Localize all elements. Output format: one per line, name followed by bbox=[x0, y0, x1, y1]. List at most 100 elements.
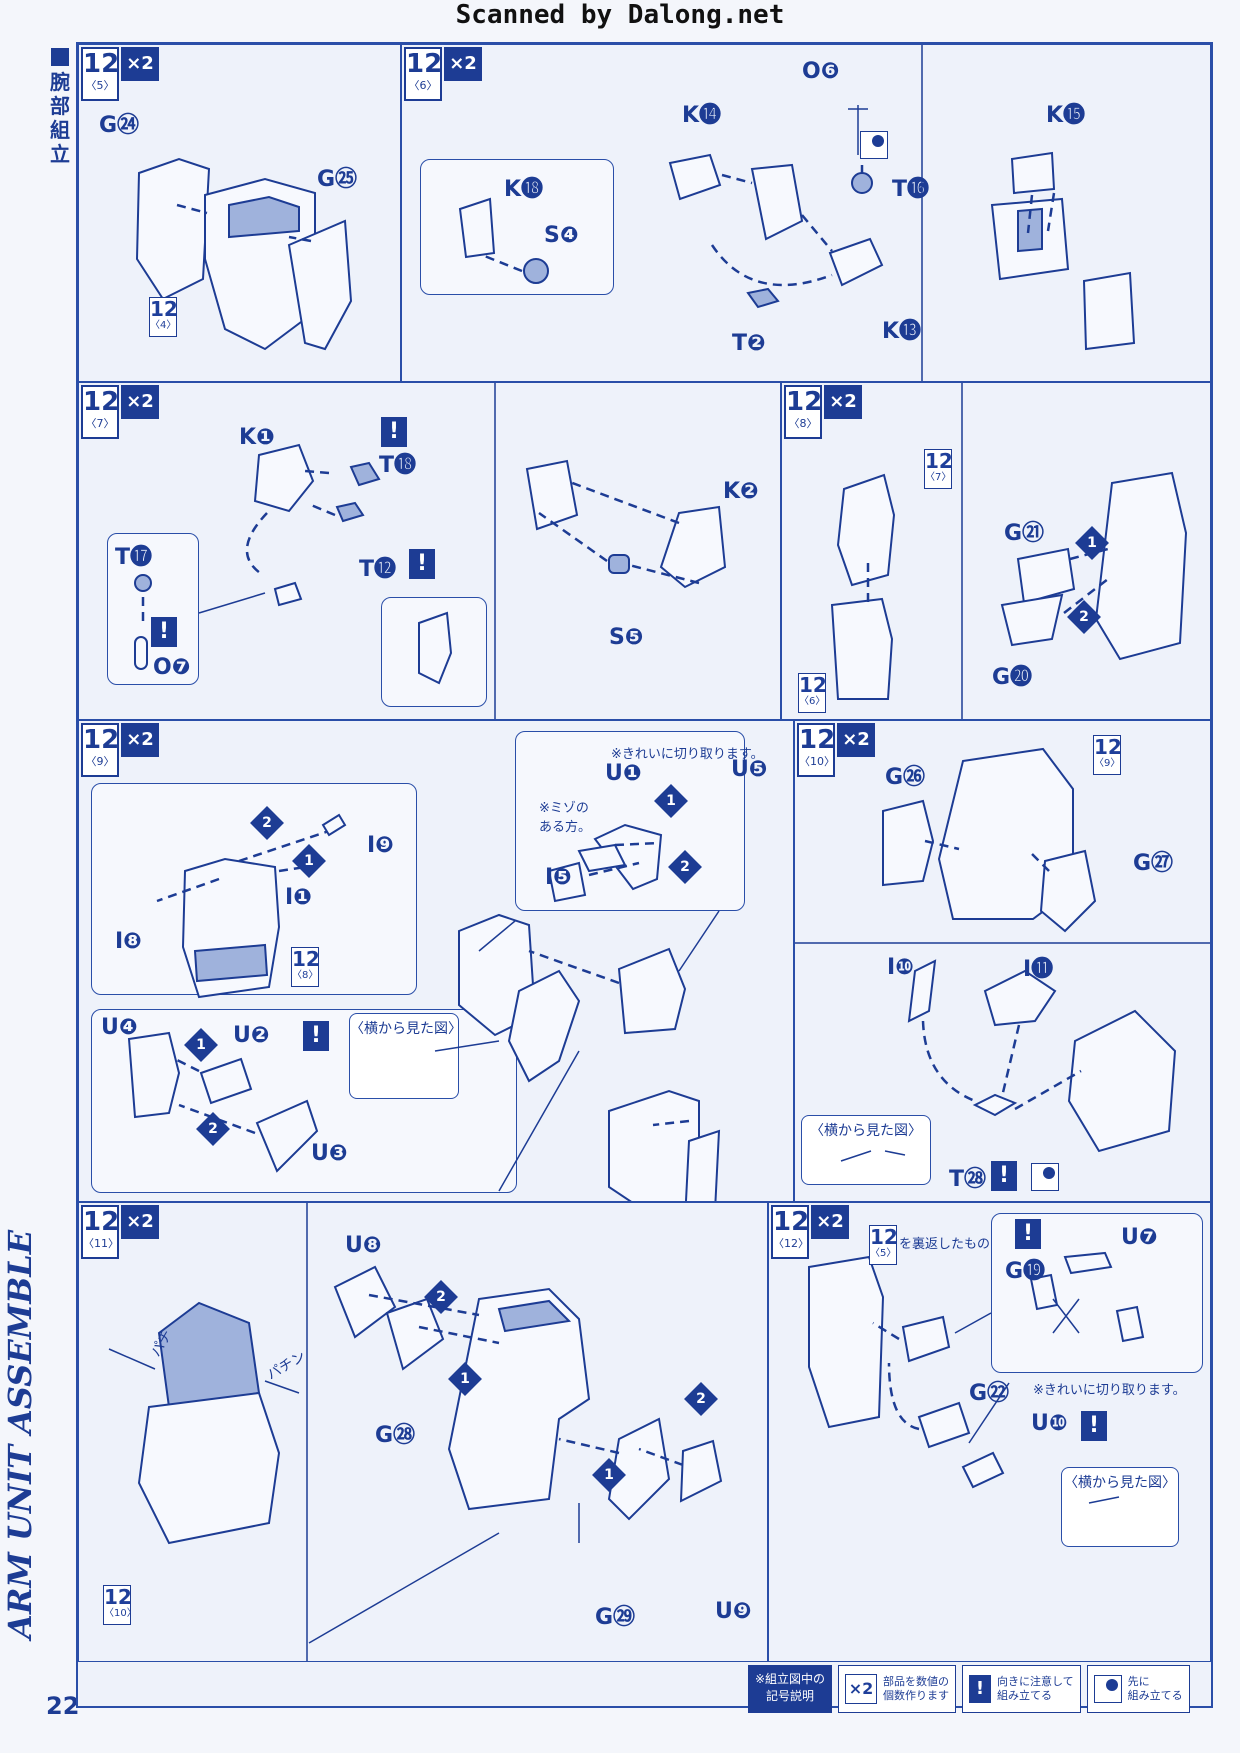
part-label: K❶ bbox=[239, 425, 275, 450]
scan-credit: Scanned by Dalong.net bbox=[455, 0, 785, 30]
step-reference: 12〈10〉 bbox=[103, 1585, 137, 1625]
part-label: K❷ bbox=[723, 479, 759, 504]
step-12-11-drawing bbox=[108, 1203, 723, 1661]
step-reference: 12〈5〉 bbox=[869, 1225, 898, 1265]
multiplier-badge: ×2 bbox=[121, 1205, 159, 1239]
side-view-box: 〈横から見た図〉 bbox=[349, 1013, 462, 1099]
part-label: I❿ bbox=[887, 955, 914, 980]
step-number: 12〈8〉 bbox=[784, 385, 822, 439]
step-12-6-drawing bbox=[458, 45, 1136, 381]
part-label: G⓴ bbox=[992, 665, 1033, 690]
part-label: G㉗ bbox=[1133, 851, 1174, 876]
multiplier-badge: ×2 bbox=[121, 723, 159, 757]
orientation-warning-icon: ! bbox=[151, 617, 177, 647]
legend-item-multiply: ×2 部品を数値の 個数作ります bbox=[838, 1665, 956, 1713]
pre-assemble-icon bbox=[860, 131, 888, 159]
pre-assemble-icon bbox=[1031, 1163, 1059, 1191]
step-12-10-drawing bbox=[795, 747, 1210, 1162]
part-label: I⓫ bbox=[1023, 957, 1054, 982]
part-label: T⓲ bbox=[379, 453, 417, 478]
part-label: U❶ bbox=[605, 761, 642, 786]
part-label: S❺ bbox=[609, 625, 644, 650]
step-12-11-panel: 12〈11〉 ×2 パチ パチン 2 1 2 1 U❽ G㉘ G㉙ U❾ 12〈… bbox=[78, 1202, 768, 1662]
orientation-warning-icon: ! bbox=[409, 549, 435, 579]
step-number: 12〈10〉 bbox=[797, 723, 835, 777]
section-sidebar: 腕部組立 bbox=[44, 42, 74, 1704]
section-title-jp: 腕部組立 bbox=[48, 48, 72, 166]
order-marker-1: 1 bbox=[448, 1362, 482, 1396]
part-label: T⓱ bbox=[115, 545, 153, 570]
multiplier-badge: ×2 bbox=[824, 385, 862, 419]
part-label: O❻ bbox=[802, 59, 840, 84]
legend-title: ※組立図中の 記号説明 bbox=[748, 1665, 832, 1713]
multiplier-icon: ×2 bbox=[845, 1674, 877, 1704]
multiplier-badge: ×2 bbox=[121, 47, 159, 81]
section-title-en: ARM UNIT ASSEMBLE bbox=[1, 1229, 39, 1639]
step-12-9-drawing bbox=[127, 813, 721, 1201]
orientation-warning-icon: ! bbox=[303, 1021, 329, 1051]
part-label: G㉖ bbox=[885, 765, 926, 790]
part-label: T❷ bbox=[732, 331, 766, 356]
page-number: 22 bbox=[46, 1692, 80, 1720]
part-label: U❿ bbox=[1031, 1411, 1068, 1436]
multiplier-badge: ×2 bbox=[811, 1205, 849, 1239]
part-label: G㉘ bbox=[375, 1423, 416, 1448]
step-reference: 12〈7〉 bbox=[924, 449, 953, 489]
cut-cleanly-note: ※きれいに切り取ります。 bbox=[611, 747, 764, 762]
order-marker-1: 1 bbox=[592, 1458, 626, 1492]
part-label: T㉘ bbox=[949, 1167, 987, 1192]
step-badge: 12〈8〉 ×2 bbox=[784, 385, 862, 439]
orientation-warning-icon: ! bbox=[1081, 1411, 1107, 1441]
part-label: U❹ bbox=[101, 1015, 138, 1040]
part-label: G㉙ bbox=[595, 1605, 636, 1630]
order-marker-2: 2 bbox=[684, 1382, 718, 1416]
step-reference: 12〈8〉 bbox=[291, 947, 320, 987]
orientation-warning-icon: ! bbox=[381, 417, 407, 447]
step-number: 12〈7〉 bbox=[81, 385, 119, 439]
multiplier-badge: ×2 bbox=[444, 47, 482, 81]
step-12-5-panel: 12〈5〉 ×2 G㉔ G㉕ 12〈4〉 bbox=[78, 44, 401, 382]
part-label: U❷ bbox=[233, 1023, 270, 1048]
step-12-8-drawing bbox=[830, 383, 1188, 719]
part-label: K⓮ bbox=[682, 103, 722, 128]
step-number: 12〈6〉 bbox=[404, 47, 442, 101]
step-reference: 12〈4〉 bbox=[149, 297, 178, 337]
order-marker-2: 2 bbox=[250, 806, 284, 840]
part-label: G㉔ bbox=[99, 113, 140, 138]
part-label: G⓳ bbox=[1005, 1259, 1046, 1284]
step-number: 12〈11〉 bbox=[81, 1205, 119, 1259]
sub-assembly-inset bbox=[107, 533, 199, 685]
part-label: K⓭ bbox=[882, 319, 922, 344]
step-12-6-panel: 12〈6〉 ×2 O❻ K⓮ T⓰ K⓲ S❹ T❷ K⓭ bbox=[401, 44, 1211, 382]
legend-item-preassemble: 先に 組み立てる bbox=[1086, 1665, 1190, 1713]
side-view-box: 〈横から見た図〉 bbox=[1061, 1467, 1179, 1547]
step-badge: 12〈9〉 ×2 bbox=[81, 723, 159, 777]
orientation-warning-icon: ! bbox=[1015, 1219, 1041, 1249]
part-label: K⓲ bbox=[504, 177, 544, 202]
step-reference: 12〈6〉 bbox=[798, 673, 827, 713]
part-label: I❺ bbox=[545, 865, 572, 890]
step-number: 12〈9〉 bbox=[81, 723, 119, 777]
part-label: T⓬ bbox=[359, 557, 397, 582]
step-12-7-panel: 12〈7〉 ×2 ! ! ! K❶ T⓲ T⓬ T⓱ O❼ bbox=[78, 382, 781, 720]
step-badge: 12〈10〉 ×2 bbox=[797, 723, 875, 777]
step-badge: 12〈11〉 ×2 bbox=[81, 1205, 159, 1259]
part-label: I❽ bbox=[115, 929, 142, 954]
multiplier-badge: ×2 bbox=[121, 385, 159, 419]
step-12-8-panel: 12〈8〉 ×2 12〈7〉 12〈6〉 1 2 G㉑ G⓴ bbox=[781, 382, 1211, 720]
step-12-12-panel: 12〈12〉 ×2 〈横から見た図〉 を裏返したもの ※きれいに切り取ります。 … bbox=[768, 1202, 1211, 1662]
order-marker-2: 2 bbox=[668, 850, 702, 884]
part-label: I❾ bbox=[367, 833, 394, 858]
part-label: G㉑ bbox=[1004, 521, 1045, 546]
groove-side-note: ※ミゾの ある方。 bbox=[539, 801, 592, 835]
part-label: U❸ bbox=[311, 1141, 348, 1166]
order-marker-1: 1 bbox=[184, 1028, 218, 1062]
step-12-9-panel: 12〈9〉 ×2 〈横から見た図〉 bbox=[78, 720, 794, 1202]
order-marker-2: 2 bbox=[196, 1112, 230, 1146]
part-label: I❶ bbox=[285, 885, 312, 910]
part-label: K⓯ bbox=[1046, 103, 1086, 128]
part-label: G㉒ bbox=[969, 1381, 1010, 1406]
part-label: U❺ bbox=[731, 757, 768, 782]
part-label: U❾ bbox=[715, 1599, 752, 1624]
part-label: U❼ bbox=[1121, 1225, 1158, 1250]
